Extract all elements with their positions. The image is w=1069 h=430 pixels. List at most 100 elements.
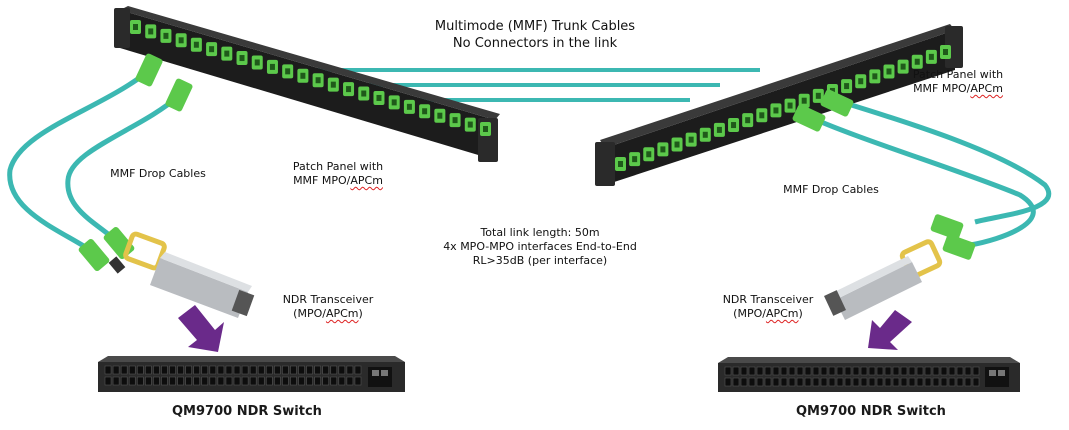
switch-port xyxy=(900,377,908,387)
switch-port xyxy=(852,366,860,376)
patch-port-hole xyxy=(731,122,737,129)
switch-port xyxy=(932,377,940,387)
switch-port xyxy=(225,365,233,375)
link-interfaces: 4x MPO-MPO interfaces End-to-End xyxy=(443,240,637,253)
switch-port xyxy=(908,377,916,387)
switch-port xyxy=(948,366,956,376)
transceiver-left-label: NDR Transceiver (MPO/APCm) xyxy=(268,293,388,321)
switch-port xyxy=(972,366,980,376)
patch-panel-right xyxy=(595,24,963,186)
link-info-label: Total link length: 50m 4x MPO-MPO interf… xyxy=(430,226,650,268)
switch-port xyxy=(249,376,257,386)
patch-port-hole xyxy=(632,156,638,163)
patch-port-hole xyxy=(346,86,352,93)
switch-port xyxy=(177,365,184,375)
switch-port xyxy=(233,376,241,386)
switch-port xyxy=(796,366,804,376)
switch-port xyxy=(128,376,136,386)
patch-panel-left-label: Patch Panel with MMF MPO/APCm xyxy=(278,160,398,188)
switch-port xyxy=(346,365,354,375)
link-return-loss: RL>35dB (per interface) xyxy=(472,254,608,267)
switch-port xyxy=(330,365,338,375)
patch-port-hole xyxy=(759,112,765,119)
switch-port xyxy=(812,366,820,376)
switch-port xyxy=(298,365,305,375)
switch-port xyxy=(788,366,796,376)
switch-port xyxy=(876,366,884,376)
switch-port xyxy=(740,377,748,387)
switch-port xyxy=(804,377,812,387)
switch-port xyxy=(964,366,972,376)
transceiver-right-line1: NDR Transceiver xyxy=(722,293,814,306)
switch-port xyxy=(796,377,804,387)
switch-port xyxy=(314,376,321,386)
trunk-title-line2: No Connectors in the link xyxy=(452,36,618,51)
patch-port-hole xyxy=(773,107,779,114)
switch-port xyxy=(900,366,908,376)
switch-port xyxy=(290,376,297,386)
switch-right xyxy=(718,357,1020,392)
switch-port xyxy=(828,366,836,376)
switch-port xyxy=(201,376,209,386)
patch-port-hole xyxy=(872,73,878,80)
trunk-cable-label: Multimode (MMF) Trunk Cables No Connecto… xyxy=(405,18,665,52)
switch-port xyxy=(112,376,120,386)
transceiver-right-line2: (MPO/APCm) xyxy=(733,307,803,320)
switch-port xyxy=(724,377,732,387)
switch-port xyxy=(764,366,772,376)
transceiver-right xyxy=(824,239,943,320)
switch-port xyxy=(756,377,764,387)
patch-port-hole xyxy=(239,55,245,62)
switch-port xyxy=(724,366,732,376)
switch-port xyxy=(193,365,201,375)
patch-port-hole xyxy=(300,72,306,79)
switch-port xyxy=(812,377,820,387)
switch-port xyxy=(338,365,346,375)
switch-port xyxy=(322,376,330,386)
switch-port xyxy=(112,365,120,375)
switch-port xyxy=(104,376,112,386)
trunk-title-line1: Multimode (MMF) Trunk Cables xyxy=(434,19,636,34)
transceiver-left xyxy=(123,231,255,318)
patch-port-hole xyxy=(745,117,751,124)
switch-port xyxy=(177,376,184,386)
switch-port xyxy=(924,377,932,387)
switch-port xyxy=(241,376,249,386)
switch-port xyxy=(732,366,740,376)
switch-port xyxy=(217,376,225,386)
switch-left xyxy=(98,356,405,392)
switch-port xyxy=(764,377,772,387)
switch-port xyxy=(354,376,362,386)
switch-port xyxy=(120,365,128,375)
switch-port xyxy=(940,366,948,376)
patch-port-hole xyxy=(193,41,199,48)
patch-port-hole xyxy=(224,50,230,57)
patch-port-hole xyxy=(483,126,488,132)
switch-port xyxy=(804,366,812,376)
switch-port xyxy=(346,376,354,386)
patch-port-hole xyxy=(928,53,934,60)
patch-port-hole xyxy=(716,126,722,133)
switch-port xyxy=(217,365,225,375)
switch-port xyxy=(153,376,160,386)
switch-port xyxy=(314,365,321,375)
switch-port xyxy=(330,376,338,386)
patch-port-hole xyxy=(315,77,321,84)
switch-port xyxy=(860,377,868,387)
switch-port xyxy=(868,377,876,387)
patch-port-hole xyxy=(376,94,382,101)
switch-port xyxy=(120,376,128,386)
switch-port xyxy=(860,366,868,376)
switch-port xyxy=(732,377,740,387)
switch-port xyxy=(892,366,900,376)
switch-port xyxy=(282,365,289,375)
switch-port xyxy=(916,366,924,376)
patch-port-hole xyxy=(943,49,948,55)
switch-port xyxy=(257,376,265,386)
mpo-connectors-right xyxy=(792,89,976,260)
drop-cables-right xyxy=(803,97,1051,248)
switch-port xyxy=(145,365,152,375)
patch-port-hole xyxy=(660,146,666,153)
patch-port-hole xyxy=(285,68,291,75)
